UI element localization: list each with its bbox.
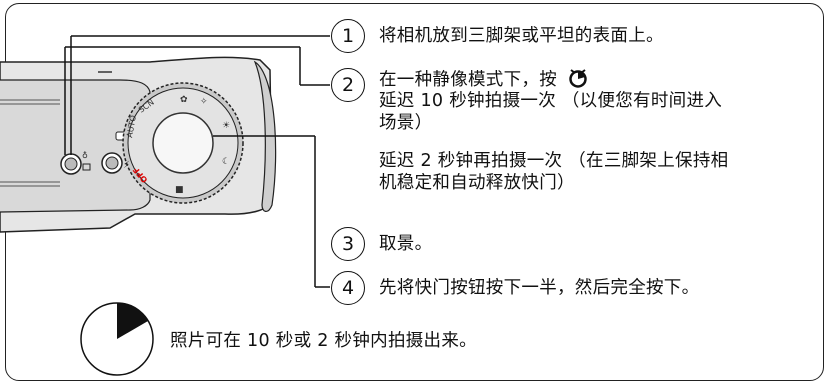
mode-dial[interactable]: SCN AUTO OFF ✿ ✧ ☀ ☾ ■	[122, 82, 244, 204]
step-2-line2: 延迟 10 秒钟拍摄一次 （以便您有时间进入	[379, 91, 723, 111]
step-2-line4: 延迟 2 秒钟再拍摄一次 （在三脚架上保持相	[379, 151, 729, 171]
step-2-line3: 场景）	[379, 113, 433, 133]
svg-text:✧: ✧	[200, 97, 208, 107]
svg-text:♁: ♁	[82, 151, 88, 160]
step-2-number: 2	[331, 68, 365, 102]
step-1-number: 1	[331, 19, 365, 53]
step-3-text: 取景。	[379, 234, 433, 254]
svg-text:AUTO: AUTO	[125, 115, 138, 139]
step-2-line1-text: 在一种静像模式下，按	[379, 70, 557, 90]
step-4-text: 先将快门按钮按下一半，然后完全按下。	[379, 278, 700, 298]
clock-timer-icon	[80, 302, 154, 376]
step-2-line1: 在一种静像模式下，按	[379, 68, 589, 94]
svg-text:■: ■	[175, 185, 184, 195]
note-text: 照片可在 10 秒或 2 秒钟内拍摄出来。	[170, 331, 477, 351]
step-3-number: 3	[331, 227, 365, 261]
svg-text:⚡: ⚡	[123, 160, 130, 171]
self-timer-icon	[567, 68, 589, 94]
self-timer-button[interactable]: ♁	[60, 151, 91, 175]
step-2-line5: 机稳定和自动释放快门）	[379, 173, 575, 193]
svg-text:☾: ☾	[222, 157, 230, 167]
svg-text:✿: ✿	[180, 95, 188, 105]
svg-text:☀: ☀	[222, 121, 230, 131]
step-1-text: 将相机放到三脚架或平坦的表面上。	[379, 26, 664, 46]
flash-button[interactable]: ⚡	[101, 152, 130, 174]
step-4-number: 4	[331, 271, 365, 305]
